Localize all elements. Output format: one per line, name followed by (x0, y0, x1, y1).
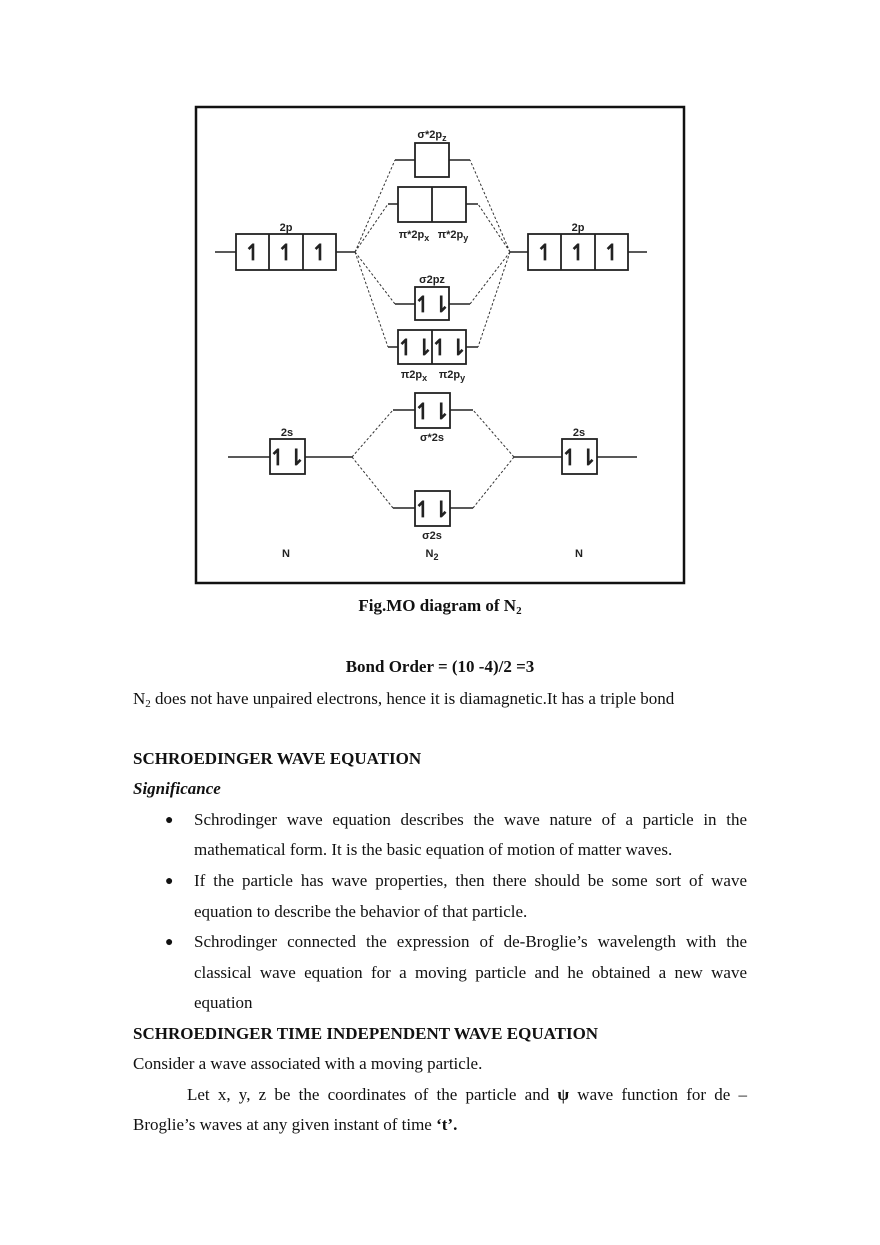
bullet-icon: ● (165, 935, 174, 950)
label-left-2s: 2s (281, 427, 293, 439)
right-2s-box (561, 438, 598, 475)
electron-up-arrow: ↿ (536, 240, 554, 265)
label-pi-star-2py: π*2py (438, 229, 469, 243)
electron-up-arrow: ↿ (244, 240, 262, 265)
label-left-2p: 2p (280, 222, 293, 234)
label-pi-2px: π2px (401, 369, 427, 383)
label-sigma-2pz: σ2pz (419, 274, 445, 286)
sigma-star-2pz-box (414, 142, 450, 178)
electron-pair-arrows: ↿⇂ (414, 292, 451, 317)
label-pi-2py: π2py (439, 369, 465, 383)
sigma-2pz-box (414, 286, 450, 321)
label-pi-star-2px: π*2px (399, 229, 430, 243)
electron-pair-arrows: ↿⇂ (431, 335, 468, 360)
bullet-icon: ● (165, 813, 174, 828)
diamagnetic-statement: N2 does not have unpaired electrons, hen… (133, 689, 675, 710)
left-2p-orbitals (235, 233, 337, 271)
bullet-item: Schrodinger connected the expression of … (194, 932, 747, 951)
figure-caption: Fig.MO diagram of N2 (358, 596, 522, 617)
label-sigma-2s: σ2s (422, 530, 442, 542)
right-2p-orbitals (527, 233, 629, 271)
bullet-item: If the particle has wave properties, the… (194, 871, 747, 890)
mo-2p-lines (388, 159, 478, 348)
bullet-icon: ● (165, 874, 174, 889)
bullet-item-cont: mathematical form. It is the basic equat… (194, 840, 673, 859)
bond-order: Bond Order = (10 -4)/2 =3 (345, 657, 535, 676)
bullet-item: Schrodinger wave equation describes the … (194, 810, 747, 829)
left-2s-box (269, 438, 306, 475)
figure-frame (194, 105, 686, 585)
label-molecule: N2 (426, 548, 439, 562)
sigma-star-2s-box (414, 392, 451, 429)
label-sigma-star-2pz: σ*2pz (417, 129, 447, 143)
heading-schroedinger-wave-equation: SCHROEDINGER WAVE EQUATION (133, 749, 422, 768)
electron-arrows: ↿ ↿ ↿ ↿ ↿ ↿ ↿⇂ ↿⇂ ↿⇂ ↿⇂ ↿⇂ ↿⇂ ↿⇂ (244, 240, 621, 522)
correlation-lines (351, 159, 515, 509)
label-right-2s: 2s (573, 427, 585, 439)
subheading-significance: Significance (133, 779, 221, 798)
electron-up-arrow: ↿ (277, 240, 295, 265)
mo-diagram-n2: ↿ ↿ ↿ ↿ ↿ ↿ ↿⇂ ↿⇂ ↿⇂ ↿⇂ ↿⇂ ↿⇂ ↿⇂ 2p 2p σ… (194, 105, 686, 585)
electron-pair-arrows: ↿⇂ (561, 445, 598, 470)
paragraph-line-2: Broglie’s waves at any given instant of … (133, 1115, 458, 1134)
label-left-atom: N (282, 548, 290, 560)
bullet-item-cont: classical wave equation for a moving par… (194, 963, 747, 982)
electron-up-arrow: ↿ (603, 240, 621, 265)
electron-pair-arrows: ↿⇂ (397, 335, 434, 360)
2s-lines (228, 409, 637, 509)
electron-pair-arrows: ↿⇂ (414, 497, 451, 522)
label-right-2p: 2p (572, 222, 585, 234)
electron-pair-arrows: ↿⇂ (414, 399, 451, 424)
consider-text: Consider a wave associated with a moving… (133, 1054, 483, 1073)
electron-up-arrow: ↿ (311, 240, 329, 265)
bullet-item-cont: equation to describe the behavior of tha… (194, 902, 528, 921)
electron-up-arrow: ↿ (569, 240, 587, 265)
electron-pair-arrows: ↿⇂ (269, 445, 306, 470)
label-sigma-star-2s: σ*2s (420, 432, 444, 444)
heading-time-independent: SCHROEDINGER TIME INDEPENDENT WAVE EQUAT… (133, 1024, 599, 1043)
label-right-atom: N (575, 548, 583, 560)
bullet-item-cont: equation (194, 993, 253, 1012)
sigma-2s-box (414, 490, 451, 527)
paragraph-line-1: Let x, y, z be the coordinates of the pa… (187, 1085, 747, 1104)
